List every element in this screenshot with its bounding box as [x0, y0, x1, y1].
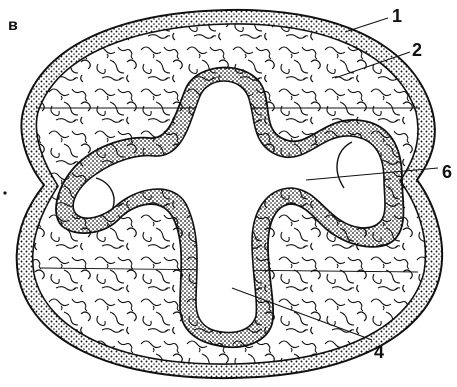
label-outer-layer: 1 [392, 6, 402, 26]
label-middle-layer: 2 [412, 40, 422, 60]
label-lumen: 4 [374, 342, 384, 362]
label-inner-wall: 6 [442, 162, 452, 182]
panel-letter: в [8, 17, 18, 34]
stray-dot [3, 191, 6, 194]
leader-line-1 [345, 18, 388, 32]
